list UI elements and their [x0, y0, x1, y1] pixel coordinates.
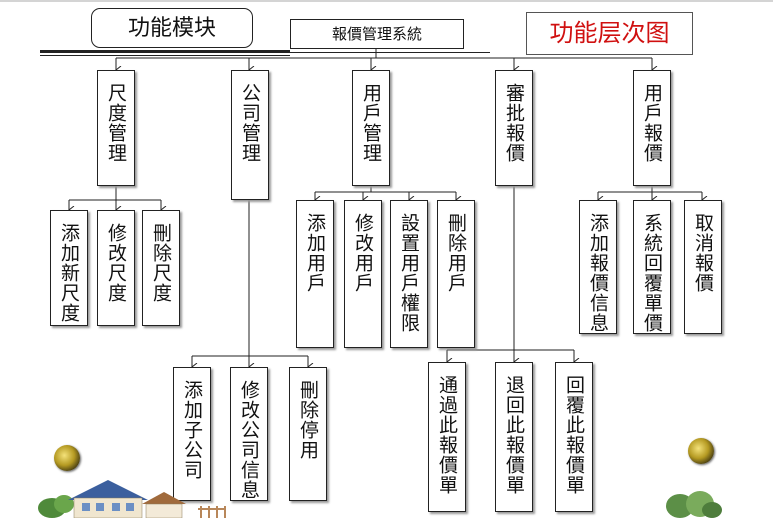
node-label: 尺度管理: [105, 83, 127, 163]
node-label: 審批報價: [503, 83, 525, 163]
node-approve-quote: 審批報價: [495, 70, 533, 186]
node-delete-disable: 刪除停用: [289, 367, 327, 501]
header-rule-thick: [40, 50, 290, 53]
gold-coin-icon: [54, 445, 80, 471]
node-edit-user: 修改用戶: [344, 200, 382, 348]
node-add-user: 添加用戶: [296, 200, 334, 348]
node-user-management: 用戶管理: [352, 70, 390, 186]
node-label: 取消報價: [692, 213, 714, 293]
node-size-management: 尺度管理: [97, 70, 135, 186]
node-company-management: 公司管理: [231, 70, 269, 200]
node-user-quote: 用戶報價: [633, 70, 671, 186]
node-label: 系統回覆單價: [641, 213, 663, 333]
diagram-title: 功能层次图: [526, 12, 693, 55]
node-delete-user: 刪除用戶: [437, 200, 475, 348]
node-label: 設置用戶權限: [398, 213, 420, 333]
header-rule-thin: [40, 55, 290, 56]
node-label: 修改用戶: [352, 213, 374, 293]
bush-icon: [666, 491, 722, 518]
function-module-title: 功能模块: [91, 8, 253, 48]
node-label: 添加子公司: [181, 380, 203, 480]
node-delete-size: 刪除尺度: [142, 210, 180, 326]
node-label: 刪除尺度: [150, 223, 172, 303]
node-label: 添加用戶: [304, 213, 326, 293]
node-add-quote-info: 添加報價信息: [579, 200, 617, 334]
node-add-subsidiary: 添加子公司: [173, 367, 211, 501]
gold-coin-icon: [688, 438, 714, 464]
node-label: 通過此報價單: [436, 375, 458, 495]
node-label: 添加報價信息: [587, 213, 609, 333]
system-root-node: 報價管理系統: [290, 19, 464, 49]
node-label: 添加新尺度: [58, 223, 80, 323]
node-label: 刪除停用: [297, 380, 319, 460]
node-label: 用戶報價: [641, 83, 663, 163]
top-border-line: [0, 0, 773, 2]
node-approve-this-quote: 通過此報價單: [428, 362, 466, 512]
node-label: 修改公司信息: [238, 380, 260, 500]
node-label: 退回此報價單: [503, 375, 525, 495]
node-label: 公司管理: [239, 83, 261, 163]
node-system-reply-price: 系統回覆單價: [633, 200, 671, 334]
node-label: 刪除用戶: [445, 213, 467, 293]
header-rule-extension: [290, 52, 490, 53]
node-return-this-quote: 退回此報價單: [495, 362, 533, 512]
node-add-size: 添加新尺度: [50, 210, 88, 326]
node-label: 修改尺度: [105, 223, 127, 303]
node-edit-size: 修改尺度: [97, 210, 135, 326]
house-icon: [38, 480, 226, 518]
node-cancel-quote: 取消報價: [684, 200, 722, 334]
node-label: 用戶管理: [360, 83, 382, 163]
node-reply-this-quote: 回覆此報價單: [555, 362, 593, 512]
node-label: 回覆此報價單: [563, 375, 585, 495]
node-set-user-permission: 設置用戶權限: [390, 200, 428, 348]
node-edit-company-info: 修改公司信息: [230, 367, 268, 501]
